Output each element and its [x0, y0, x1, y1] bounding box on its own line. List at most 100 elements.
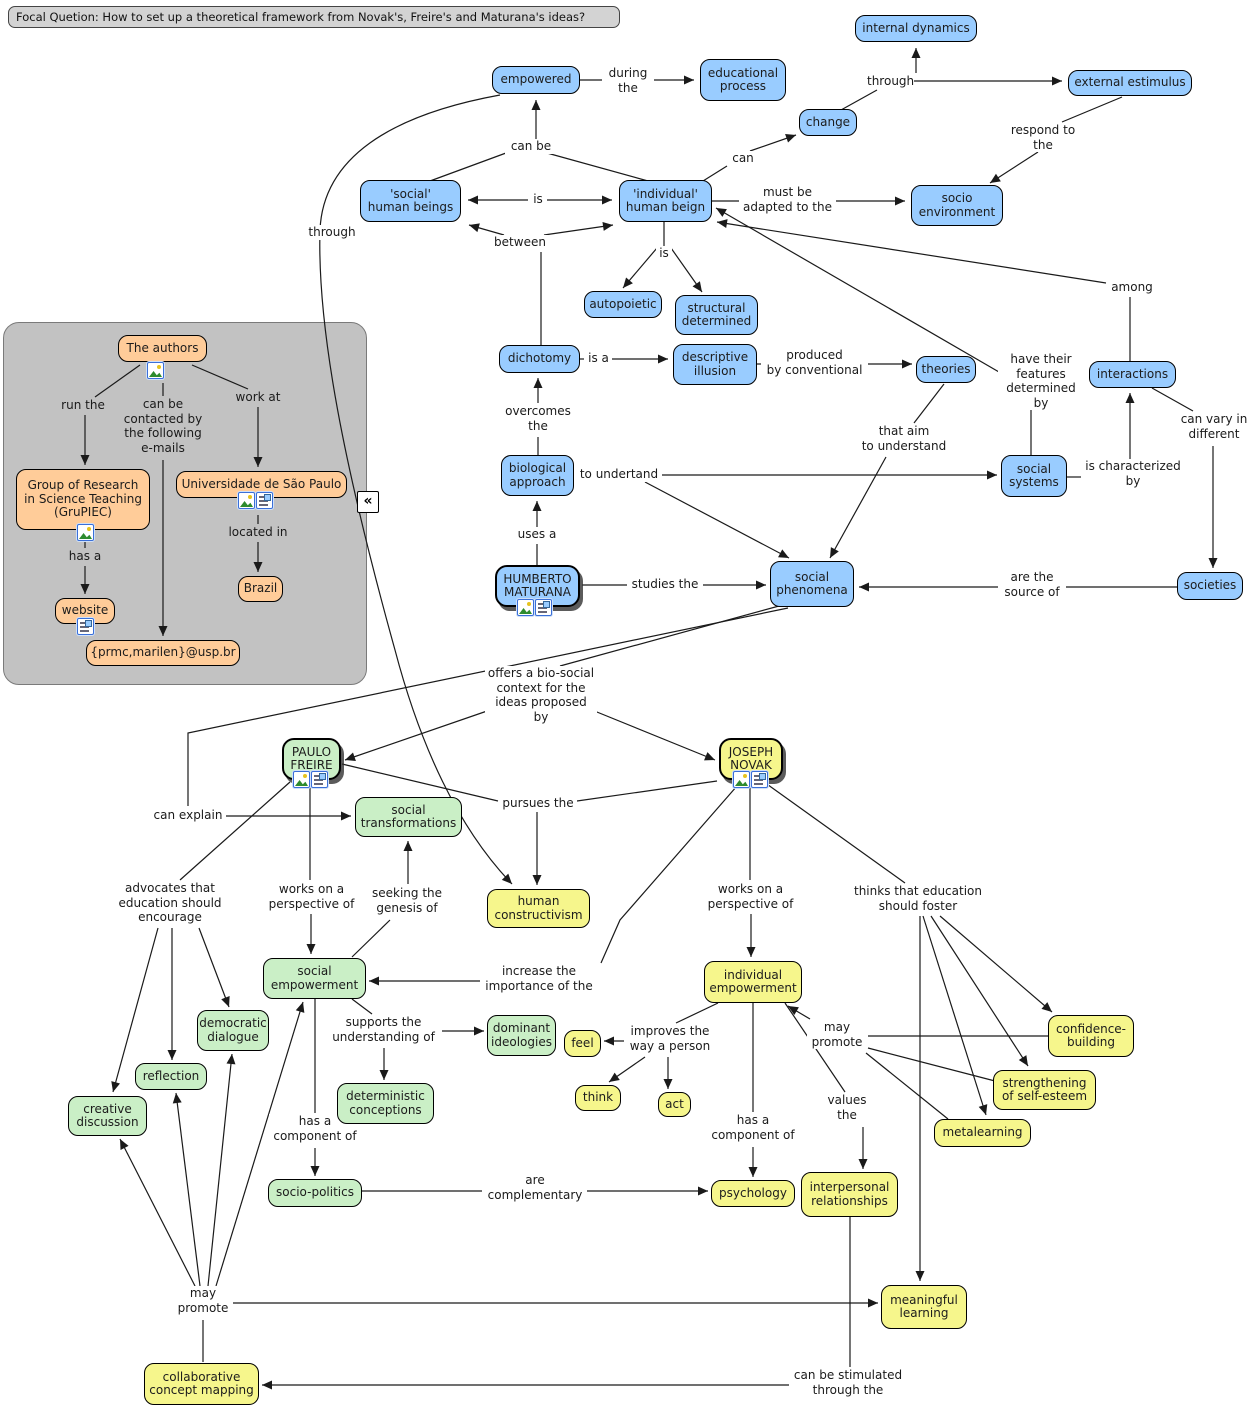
concept-metalearning[interactable]: metalearning	[934, 1119, 1031, 1147]
link-label-can-be[interactable]: can be	[505, 139, 557, 154]
concept-individual-empowerment[interactable]: individual empowerment	[704, 961, 802, 1003]
concept-feel[interactable]: feel	[564, 1030, 601, 1057]
concept-deterministic-conceptions[interactable]: deterministic conceptions	[337, 1083, 434, 1124]
link-label-is-horizontal[interactable]: is	[530, 192, 546, 207]
link-label-located-in[interactable]: located in	[226, 525, 290, 540]
link-label-has-component-right[interactable]: has a component of	[707, 1113, 799, 1142]
link-label-works-on-left[interactable]: works on a perspective of	[264, 882, 359, 911]
concept-change[interactable]: change	[799, 109, 857, 136]
concept-internal-dynamics[interactable]: internal dynamics	[855, 15, 977, 42]
link-label-improves-way[interactable]: improves the way a person	[625, 1024, 715, 1053]
link-label-through-curve[interactable]: through	[307, 225, 357, 240]
concept-educational-process[interactable]: educational process	[700, 59, 786, 101]
concept-socio-environment[interactable]: socio environment	[911, 185, 1003, 226]
link-label-overcomes-the[interactable]: overcomes the	[502, 404, 574, 433]
concept-psychology[interactable]: psychology	[711, 1180, 795, 1207]
image-resource-icon[interactable]	[238, 492, 255, 509]
link-label-advocates[interactable]: advocates that education should encourag…	[114, 881, 226, 925]
concept-meaningful-learning[interactable]: meaningful learning	[881, 1285, 967, 1329]
link-label-can-explain[interactable]: can explain	[150, 808, 226, 823]
concept-brazil[interactable]: Brazil	[238, 576, 283, 602]
document-resource-icon[interactable]	[77, 618, 94, 635]
concept-think[interactable]: think	[575, 1085, 621, 1111]
link-label-have-their-features[interactable]: have their features determined by	[998, 352, 1084, 410]
link-label-are-complementary[interactable]: are complementary	[483, 1173, 587, 1202]
concept-grupiec[interactable]: Group of Research in Science Teaching (G…	[16, 469, 150, 530]
concept-social-human-beings[interactable]: 'social' human beings	[360, 180, 461, 222]
concept-confidence-building[interactable]: confidence- building	[1048, 1015, 1134, 1057]
link-label-to-undertand[interactable]: to undertand	[576, 467, 662, 482]
document-resource-icon[interactable]	[751, 771, 768, 788]
image-resource-icon[interactable]	[733, 771, 750, 788]
link-label-supports-understanding[interactable]: supports the understanding of	[326, 1015, 441, 1044]
link-label-run-the[interactable]: run the	[58, 398, 108, 413]
link-label-has-a[interactable]: has a	[64, 549, 106, 564]
concept-the-authors[interactable]: The authors	[118, 335, 207, 362]
link-label-thinks-education[interactable]: thinks that education should foster	[850, 884, 986, 913]
concept-dominant-ideologies[interactable]: dominant ideologies	[487, 1015, 556, 1056]
concept-interpersonal-relationships[interactable]: interpersonal relationships	[801, 1172, 898, 1217]
link-label-is-vertical[interactable]: is	[656, 246, 672, 261]
link-label-among[interactable]: among	[1108, 280, 1156, 295]
link-label-offers-bio-social[interactable]: offers a bio-social context for the idea…	[485, 666, 597, 724]
image-resource-icon[interactable]	[77, 524, 94, 541]
concept-email[interactable]: {prmc,marilen}@usp.br	[86, 640, 240, 666]
concept-societies[interactable]: societies	[1177, 572, 1243, 600]
link-label-through-top[interactable]: through	[866, 74, 915, 89]
link-label-pursues-the[interactable]: pursues the	[499, 796, 577, 811]
link-label-contacted-by[interactable]: can be contacted by the following e-mail…	[114, 397, 212, 455]
document-resource-icon[interactable]	[256, 492, 273, 509]
link-label-is-a[interactable]: is a	[585, 351, 612, 366]
document-resource-icon[interactable]	[535, 599, 552, 616]
link-label-increase-importance[interactable]: increase the importance of the	[480, 964, 598, 993]
concept-humberto-maturana[interactable]: HUMBERTO MATURANA	[495, 565, 580, 607]
link-label-is-characterized[interactable]: is characterized by	[1082, 459, 1184, 488]
image-resource-icon[interactable]	[147, 362, 164, 379]
link-label-produced-by[interactable]: produced by conventional	[762, 348, 867, 377]
image-resource-icon[interactable]	[293, 771, 310, 788]
concept-individual-human-beign[interactable]: 'individual' human beign	[619, 180, 712, 222]
document-resource-icon[interactable]	[311, 771, 328, 788]
concept-descriptive-illusion[interactable]: descriptive illusion	[673, 344, 757, 385]
link-label-studies-the[interactable]: studies the	[628, 577, 702, 592]
concept-human-constructivism[interactable]: human constructivism	[487, 889, 590, 928]
concept-act[interactable]: act	[658, 1092, 691, 1117]
link-label-values-the[interactable]: values the	[822, 1093, 872, 1122]
concept-interactions[interactable]: interactions	[1089, 361, 1176, 388]
concept-creative-discussion[interactable]: creative discussion	[68, 1096, 147, 1136]
link-label-may-promote-right[interactable]: may promote	[807, 1020, 867, 1049]
concept-social-systems[interactable]: social systems	[1001, 455, 1067, 497]
concept-democratic-dialogue[interactable]: democratic dialogue	[197, 1010, 269, 1051]
link-label-uses-a[interactable]: uses a	[514, 527, 560, 542]
concept-strengthening-self-esteem[interactable]: strengthening of self-esteem	[993, 1070, 1096, 1110]
concept-autopoietic[interactable]: autopoietic	[584, 291, 662, 318]
concept-social-transformations[interactable]: social transformations	[355, 797, 462, 837]
link-label-that-aim[interactable]: that aim to understand	[856, 424, 952, 453]
image-resource-icon[interactable]	[517, 599, 534, 616]
link-label-work-at[interactable]: work at	[232, 390, 284, 405]
link-label-has-component-left[interactable]: has a component of	[269, 1114, 361, 1143]
link-label-can[interactable]: can	[729, 151, 757, 166]
link-label-may-promote-bottom[interactable]: may promote	[173, 1286, 233, 1315]
link-label-must-be-adapted[interactable]: must be adapted to the	[741, 185, 834, 214]
concept-structural-determined[interactable]: structural determined	[675, 295, 758, 335]
link-label-are-the-source[interactable]: are the source of	[999, 570, 1065, 599]
concept-collaborative-concept-mapping[interactable]: collaborative concept mapping	[144, 1363, 259, 1405]
link-label-can-vary[interactable]: can vary in different	[1178, 412, 1247, 441]
concept-social-phenomena[interactable]: social phenomena	[770, 561, 854, 607]
link-label-during-the[interactable]: during the	[602, 66, 654, 95]
link-label-respond-to-the[interactable]: respond to the	[1008, 123, 1078, 152]
concept-reflection[interactable]: reflection	[135, 1063, 207, 1090]
concept-paulo-freire[interactable]: PAULO FREIRE	[282, 738, 341, 780]
link-label-can-be-stimulated[interactable]: can be stimulated through the	[790, 1368, 906, 1397]
focal-question[interactable]: Focal Quetion: How to set up a theoretic…	[8, 6, 620, 28]
collapse-annotation-icon[interactable]: «	[357, 491, 379, 513]
link-label-seeking-genesis[interactable]: seeking the genesis of	[368, 886, 446, 915]
concept-dichotomy[interactable]: dichotomy	[499, 345, 580, 373]
link-label-works-on-right[interactable]: works on a perspective of	[703, 882, 798, 911]
concept-biological-approach[interactable]: biological approach	[501, 455, 574, 496]
concept-socio-politics[interactable]: socio-politics	[268, 1179, 362, 1207]
concept-empowered[interactable]: empowered	[492, 66, 580, 94]
concept-social-empowerment[interactable]: social empowerment	[263, 958, 366, 999]
concept-external-estimulus[interactable]: external estimulus	[1068, 70, 1192, 96]
